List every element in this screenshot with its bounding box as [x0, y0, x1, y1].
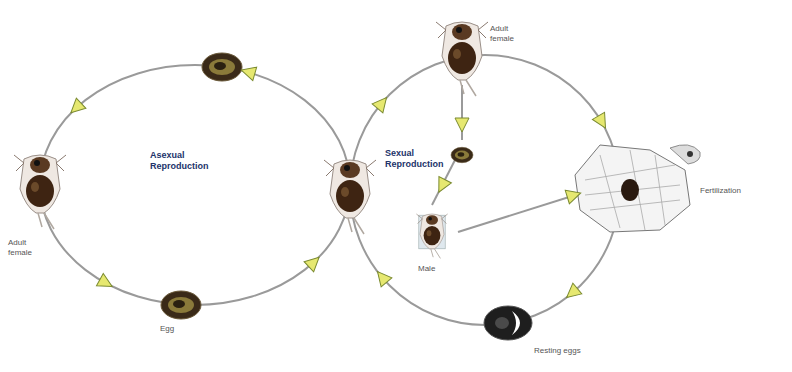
stage-label: Male: [418, 264, 435, 274]
stage-label: Fertilization: [700, 186, 741, 196]
section-title: Sexual Reproduction: [385, 148, 451, 170]
stage-label: Egg: [160, 324, 174, 334]
stage-label: Adult female: [8, 238, 44, 257]
stage-label: Resting eggs: [534, 346, 581, 356]
stage-label: Adult female: [490, 24, 526, 43]
section-title: Asexual Reproduction: [150, 150, 222, 172]
